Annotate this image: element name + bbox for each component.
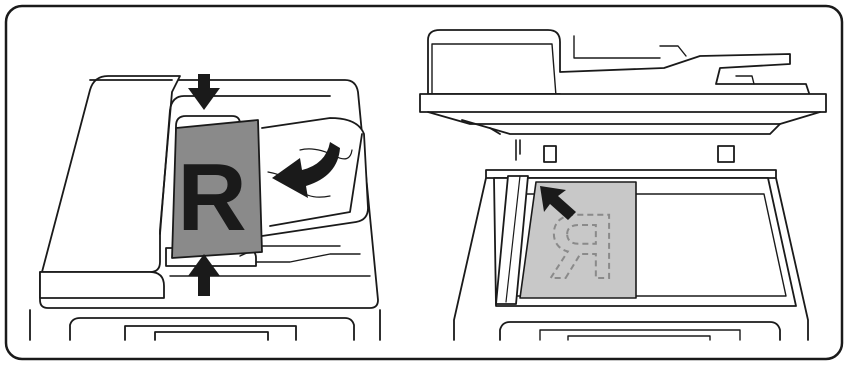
feeder-lid-front xyxy=(40,272,164,298)
document-left: R xyxy=(172,120,262,258)
document-right: R xyxy=(520,182,636,298)
lid-slab xyxy=(420,94,826,112)
document-letter-left: R xyxy=(177,144,246,251)
